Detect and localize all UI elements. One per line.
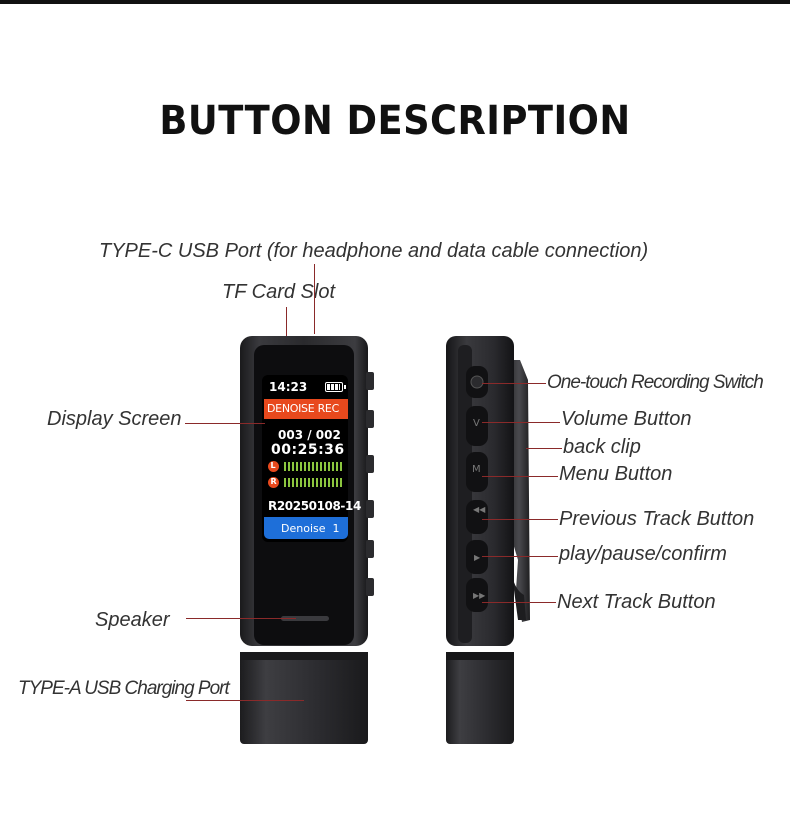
leader-volume — [482, 422, 560, 423]
leader-type-a — [186, 700, 304, 701]
leader-speaker — [186, 618, 296, 619]
label-next-track: Next Track Button — [557, 591, 716, 613]
leader-clip — [526, 448, 562, 449]
label-recording-switch: One-touch Recording Switch — [547, 372, 764, 393]
label-volume-button: Volume Button — [561, 408, 692, 430]
left-level-meter — [284, 462, 344, 471]
right-level-meter — [284, 478, 344, 487]
track-counter: 003 / 002 — [278, 428, 341, 442]
svg-text:▶▶: ▶▶ — [473, 591, 486, 600]
leader-tf-card — [286, 307, 287, 336]
label-menu-button: Menu Button — [559, 463, 673, 485]
leader-recording — [482, 383, 546, 384]
page-title: BUTTON DESCRIPTION — [159, 98, 631, 144]
leader-display — [185, 423, 265, 424]
leader-previous — [482, 519, 558, 520]
label-back-clip: back clip — [563, 436, 641, 458]
leader-menu — [482, 476, 558, 477]
label-display-screen: Display Screen — [47, 408, 182, 430]
leader-type-c — [314, 264, 315, 334]
elapsed-time: 00:25:36 — [271, 442, 345, 458]
battery-icon — [325, 382, 346, 392]
top-border — [0, 0, 790, 4]
banner-text: DENOISE REC — [267, 402, 339, 415]
recording-filename: R20250108-14 — [268, 499, 361, 513]
menu-button-glyph: M — [472, 464, 481, 475]
right-channel-badge: R — [268, 477, 279, 488]
volume-button-glyph: V — [473, 418, 480, 429]
denoise-banner: DENOISE REC — [264, 399, 348, 419]
label-speaker: Speaker — [95, 609, 170, 631]
left-channel-badge: L — [268, 461, 279, 472]
label-type-c-port: TYPE-C USB Port (for headphone and data … — [99, 240, 649, 262]
screen-time: 14:23 — [269, 380, 308, 394]
leader-play — [482, 556, 558, 557]
label-tf-card-slot: TF Card Slot — [222, 281, 335, 303]
label-type-a-port: TYPE-A USB Charging Port — [18, 678, 230, 699]
leader-next — [482, 602, 556, 603]
label-previous-track: Previous Track Button — [559, 508, 755, 530]
mode-bar: Denoise 1 — [264, 517, 348, 539]
label-play-pause: play/pause/confirm — [559, 543, 727, 565]
svg-text:▶: ▶ — [474, 553, 481, 562]
side-view-device: ◀◀ ▶ ▶▶ — [446, 336, 530, 744]
svg-text:◀◀: ◀◀ — [473, 505, 486, 514]
front-view-device — [240, 336, 374, 744]
